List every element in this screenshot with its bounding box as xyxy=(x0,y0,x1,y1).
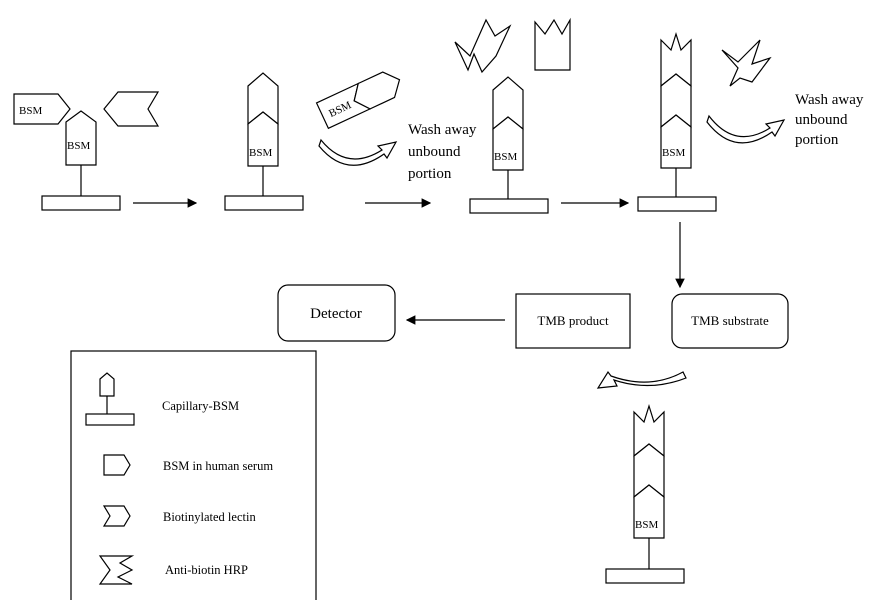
wash-portion-text-1: portion xyxy=(408,166,452,182)
bsm-serum-label: BSM xyxy=(19,105,42,117)
unbound-complex: BSM xyxy=(317,67,406,128)
wash-away-text-1: Wash away xyxy=(408,122,477,138)
wash-unbound-text-2: unbound xyxy=(795,112,848,128)
capillary-base xyxy=(225,196,303,210)
wash-unbound-text-1: unbound xyxy=(408,144,461,160)
bsm-label: BSM xyxy=(494,151,517,163)
capillary-base xyxy=(470,199,548,213)
bsm-antigen-shape xyxy=(66,111,96,165)
tmb-substrate-label: TMB substrate xyxy=(691,313,769,328)
stage-1: BSM BSM xyxy=(14,92,158,210)
capillary-base xyxy=(638,197,716,211)
bsm-label: BSM xyxy=(635,519,658,531)
capillary-base xyxy=(42,196,120,210)
legend-label-biotinylated-lectin: Biotinylated lectin xyxy=(163,510,256,524)
tmb-product-label: TMB product xyxy=(537,313,609,328)
bsm-label: BSM xyxy=(662,147,685,159)
legend-label-bsm-serum: BSM in human serum xyxy=(163,459,273,473)
hrp-free-shape-3 xyxy=(722,40,770,86)
wash-arrow-2 xyxy=(707,116,784,143)
capillary-base xyxy=(606,569,684,583)
legend: Capillary-BSM BSM in human serum Biotiny… xyxy=(71,351,316,600)
stage-4: BSM Wash away unbound portion xyxy=(638,34,864,211)
legend-label-capillary-bsm: Capillary-BSM xyxy=(162,399,239,413)
detector-label: Detector xyxy=(310,306,362,322)
bsm-label: BSM xyxy=(249,147,272,159)
wash-arrow-1 xyxy=(319,140,396,165)
wash-away-text-2: Wash away xyxy=(795,92,864,108)
stage-5: BSM xyxy=(606,406,684,583)
bsm-serum-icon xyxy=(104,455,130,475)
wash-portion-text-2: portion xyxy=(795,132,839,148)
biotinylated-lectin-shape xyxy=(104,92,158,126)
stage-2: BSM BSM Wash away unbound portion xyxy=(225,67,477,210)
stage-3: BSM xyxy=(455,20,570,213)
reaction-arrow xyxy=(598,372,686,388)
hrp-free-shape-1 xyxy=(455,20,510,72)
hrp-free-shape-2 xyxy=(535,20,570,70)
bsm-label: BSM xyxy=(67,140,90,152)
legend-label-anti-biotin-hrp: Anti-biotin HRP xyxy=(165,563,248,577)
bsm-antigen-shape xyxy=(661,115,691,168)
